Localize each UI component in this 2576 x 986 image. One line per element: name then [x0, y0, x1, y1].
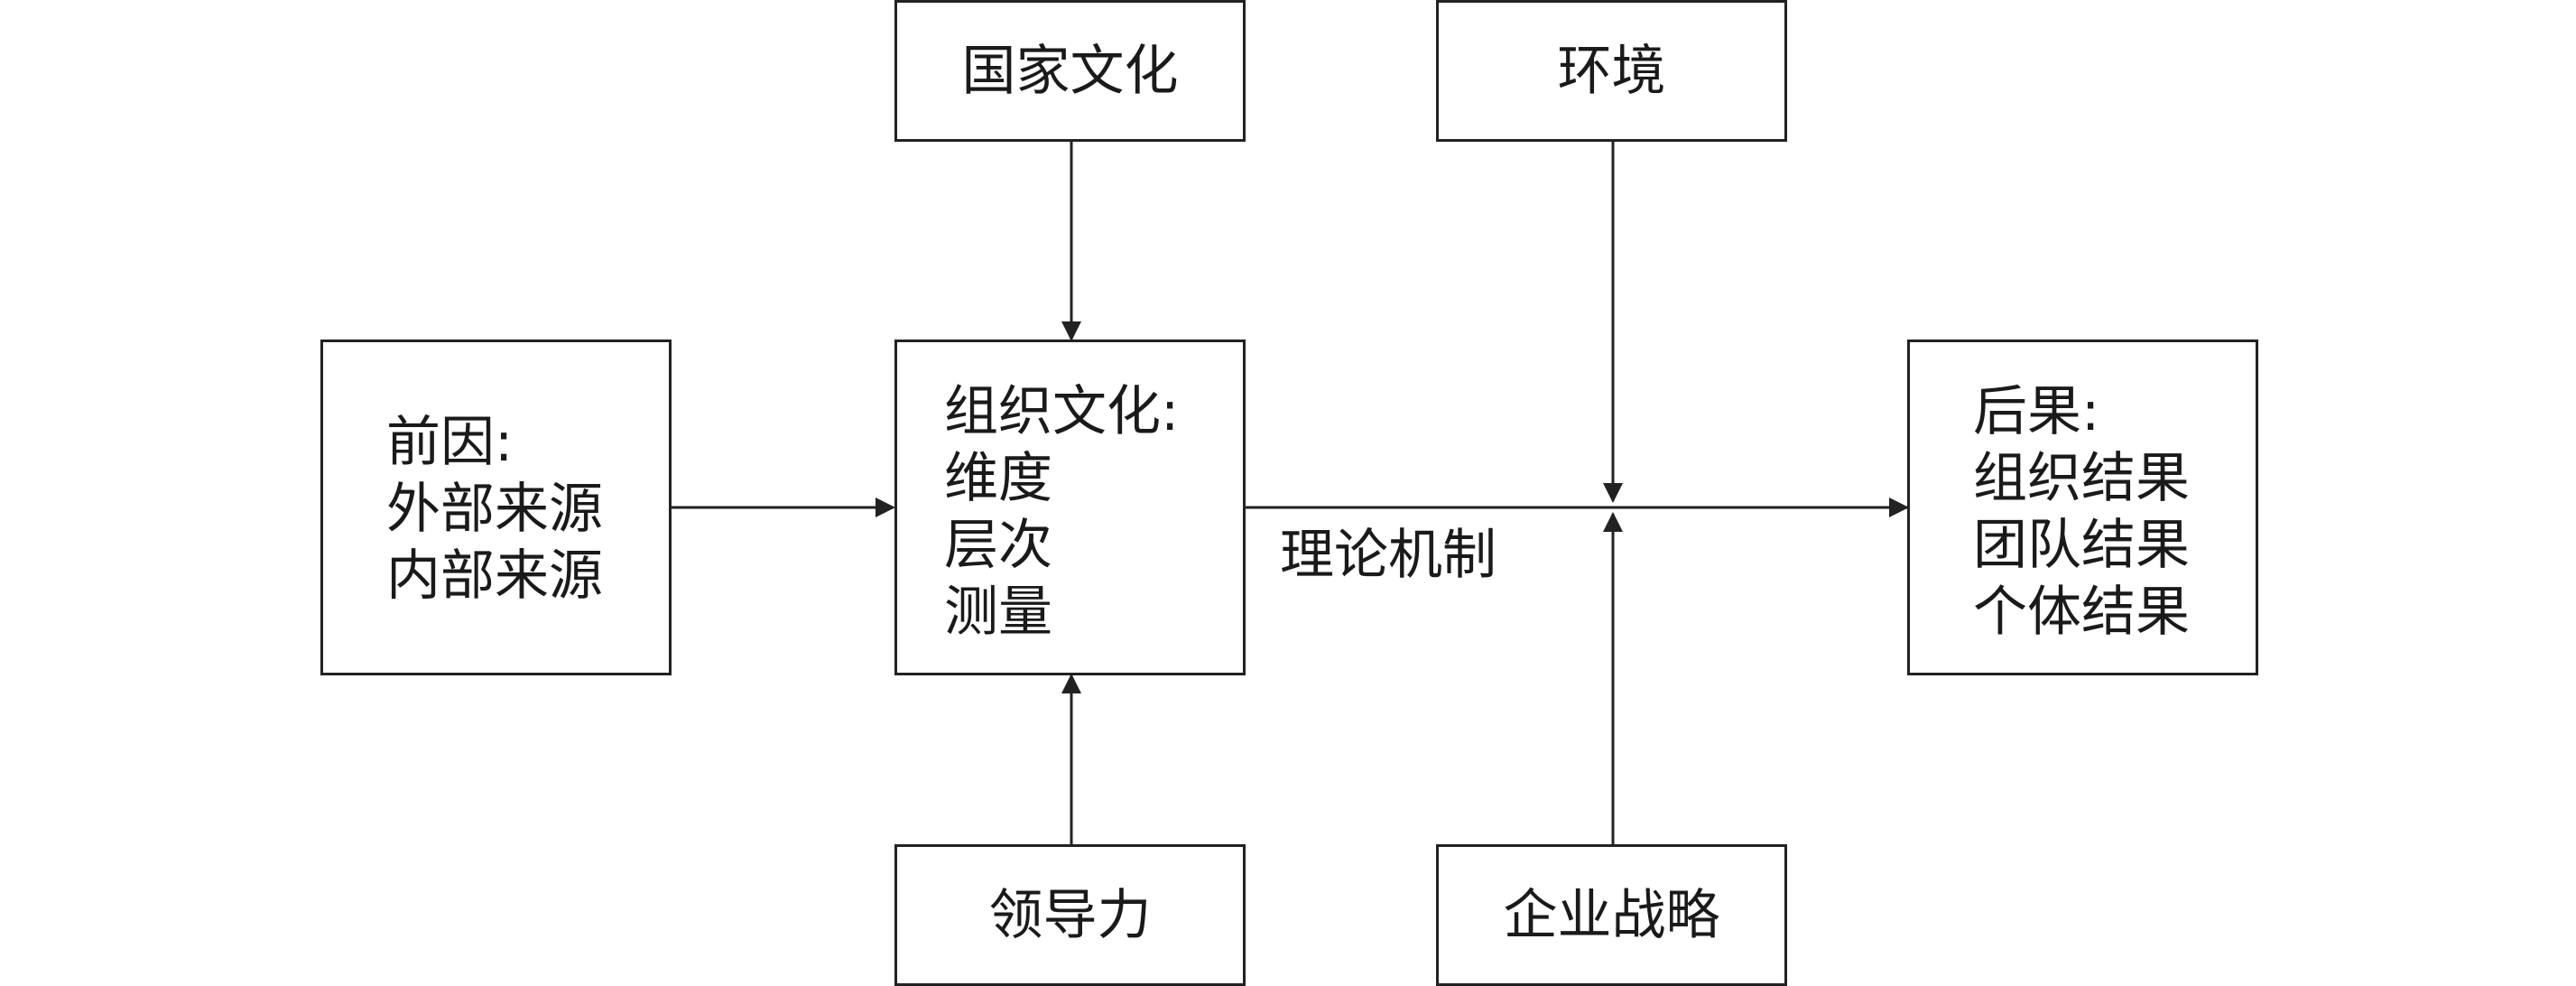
antecedents-internal-sources: 内部来源	[386, 544, 603, 608]
org-culture-measurement: 测量	[944, 581, 1052, 644]
corporate-strategy-label: 企业战略	[1503, 883, 1720, 947]
outcomes-box: 后果: 组织结果 团队结果 个体结果	[1907, 340, 2258, 675]
national-culture-label: 国家文化	[961, 39, 1179, 103]
corporate-strategy-box: 企业战略	[1436, 844, 1787, 986]
org-culture-levels: 层次	[944, 514, 1052, 577]
environment-label: 环境	[1557, 39, 1666, 103]
leadership-box: 领导力	[894, 844, 1246, 986]
environment-box: 环境	[1436, 0, 1787, 142]
outcomes-organizational: 组织结果	[1973, 447, 2190, 510]
outcomes-individual: 个体结果	[1973, 581, 2190, 644]
leadership-label: 领导力	[988, 883, 1152, 947]
antecedents-box: 前因: 外部来源 内部来源	[320, 340, 672, 675]
org-culture-box: 组织文化: 维度 层次 测量	[894, 340, 1246, 675]
outcomes-team: 团队结果	[1973, 514, 2190, 577]
theoretical-mechanism-label: 理论机制	[1280, 524, 1496, 587]
national-culture-box: 国家文化	[894, 0, 1246, 142]
outcomes-heading: 后果:	[1973, 380, 2100, 443]
org-culture-text: 组织文化: 维度 层次 测量	[944, 378, 1179, 646]
org-culture-dimensions: 维度	[944, 447, 1052, 510]
outcomes-text: 后果: 组织结果 团队结果 个体结果	[1973, 378, 2190, 646]
antecedents-text: 前因: 外部来源 内部来源	[386, 409, 603, 609]
org-culture-heading: 组织文化:	[944, 380, 1180, 443]
antecedents-heading: 前因:	[386, 411, 514, 474]
antecedents-external-sources: 外部来源	[386, 478, 603, 541]
